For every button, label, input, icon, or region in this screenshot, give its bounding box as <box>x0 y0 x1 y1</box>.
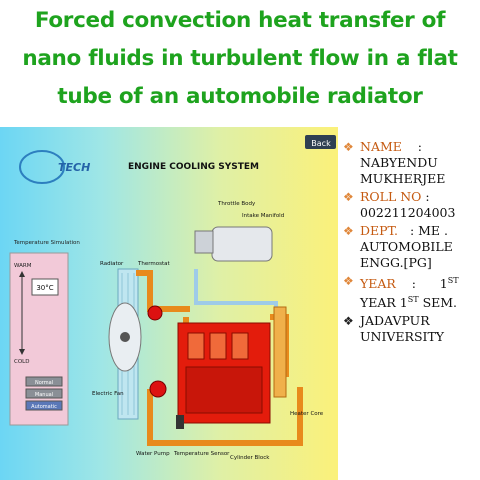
roll-separator: : <box>425 189 430 204</box>
label-thermostat: Thermostat <box>137 261 171 267</box>
label-radiator: Radiator <box>100 261 124 267</box>
mode-button-manual-label: Manual <box>35 392 53 398</box>
name-value: NABYENDU MUKHERJEE <box>360 155 446 186</box>
year-label: YEAR <box>360 276 396 292</box>
diamond-bullet-icon: ❖ <box>343 224 354 238</box>
info-dept: ❖ DEPT. : ME . AUTOMOBILE ENGG.[PG] <box>342 223 478 271</box>
student-info: ❖ NAME : NABYENDU MUKHERJEE ❖ ROLL NO : … <box>342 139 478 347</box>
title-line-3: tube of an automobile radiator <box>57 84 423 109</box>
year-sem-suffix: ST <box>407 295 419 305</box>
diamond-bullet-icon: ❖ <box>343 314 354 329</box>
title-line-1: Forced convection heat transfer of <box>34 8 446 33</box>
warm-label: WARM <box>14 263 32 269</box>
label-water-pump: Water Pump <box>136 451 170 457</box>
info-university: ❖ JADAVPUR UNIVERSITY <box>342 313 478 345</box>
mode-button-normal[interactable]: Normal <box>25 376 63 387</box>
cold-label: COLD <box>14 359 29 365</box>
mode-button-automatic-label: Automatic <box>31 404 57 410</box>
diamond-bullet-icon: ❖ <box>343 274 354 288</box>
label-heater-core: Heater Core <box>290 411 324 417</box>
temperature-readout: 30°C <box>36 284 53 292</box>
temperature-panel: Temperature Simulation WARM 30°C COLD No… <box>9 240 80 426</box>
temperature-sensor <box>176 415 184 429</box>
thermostat <box>147 305 163 321</box>
roll-label: ROLL NO <box>360 189 422 204</box>
dept-separator: : ME . <box>409 223 449 238</box>
page-title: Forced convection heat transfer of nano … <box>0 2 480 116</box>
year-suffix: ST <box>447 276 459 285</box>
water-pump <box>149 380 167 398</box>
year-number: 1 <box>439 276 448 292</box>
label-throttle-body: Throttle Body <box>217 201 256 207</box>
back-button-label: Back <box>311 139 331 148</box>
info-roll: ❖ ROLL NO : 002211204003 <box>342 189 478 221</box>
diagram-heading: ENGINE COOLING SYSTEM <box>128 162 259 172</box>
cooling-system-illustration: Back TECH ENGINE COOLING SYSTEM Temperat… <box>9 135 336 461</box>
roll-value: 002211204003 <box>360 205 456 220</box>
diamond-bullet-icon: ❖ <box>343 190 354 204</box>
year-sem-number: YEAR 1 <box>360 295 408 311</box>
panel-title: Temperature Simulation <box>13 240 80 246</box>
component-labels: Throttle Body Intake Manifold Radiator T… <box>92 201 324 461</box>
year-sem: SEM. <box>422 295 458 311</box>
info-year: ❖ YEAR : 1ST YEAR 1ST SEM. <box>342 273 478 311</box>
label-temperature-sensor: Temperature Sensor <box>173 451 230 457</box>
name-separator: : <box>417 139 423 154</box>
dept-value: AUTOMOBILE ENGG.[PG] <box>360 239 453 270</box>
diamond-bullet-icon: ❖ <box>343 140 354 154</box>
year-value: YEAR 1ST SEM. <box>360 292 478 311</box>
cylinder-block <box>177 322 271 424</box>
intake-manifold <box>194 226 273 262</box>
info-name: ❖ NAME : NABYENDU MUKHERJEE <box>342 139 478 187</box>
coolant-pipe <box>194 269 278 327</box>
logo: TECH <box>19 150 90 184</box>
mode-button-manual[interactable]: Manual <box>25 388 63 399</box>
engine-cooling-diagram: Back TECH ENGINE COOLING SYSTEM Temperat… <box>0 127 338 480</box>
mode-button-normal-label: Normal <box>35 380 53 386</box>
year-separator: : <box>411 276 416 292</box>
label-cylinder-block: Cylinder Block <box>230 455 270 461</box>
label-electric-fan: Electric Fan <box>92 391 124 397</box>
title-line-2: nano fluids in turbulent flow in a flat <box>22 46 458 71</box>
electric-fan <box>108 302 142 372</box>
label-intake-manifold: Intake Manifold <box>242 213 284 219</box>
university-value: JADAVPUR UNIVERSITY <box>360 313 445 345</box>
name-label: NAME <box>360 139 402 154</box>
logo-text: TECH <box>58 161 90 174</box>
dept-label: DEPT. <box>360 223 399 238</box>
mode-button-automatic[interactable]: Automatic <box>25 400 63 411</box>
heater-core <box>273 306 287 398</box>
back-button[interactable]: Back <box>305 135 336 149</box>
